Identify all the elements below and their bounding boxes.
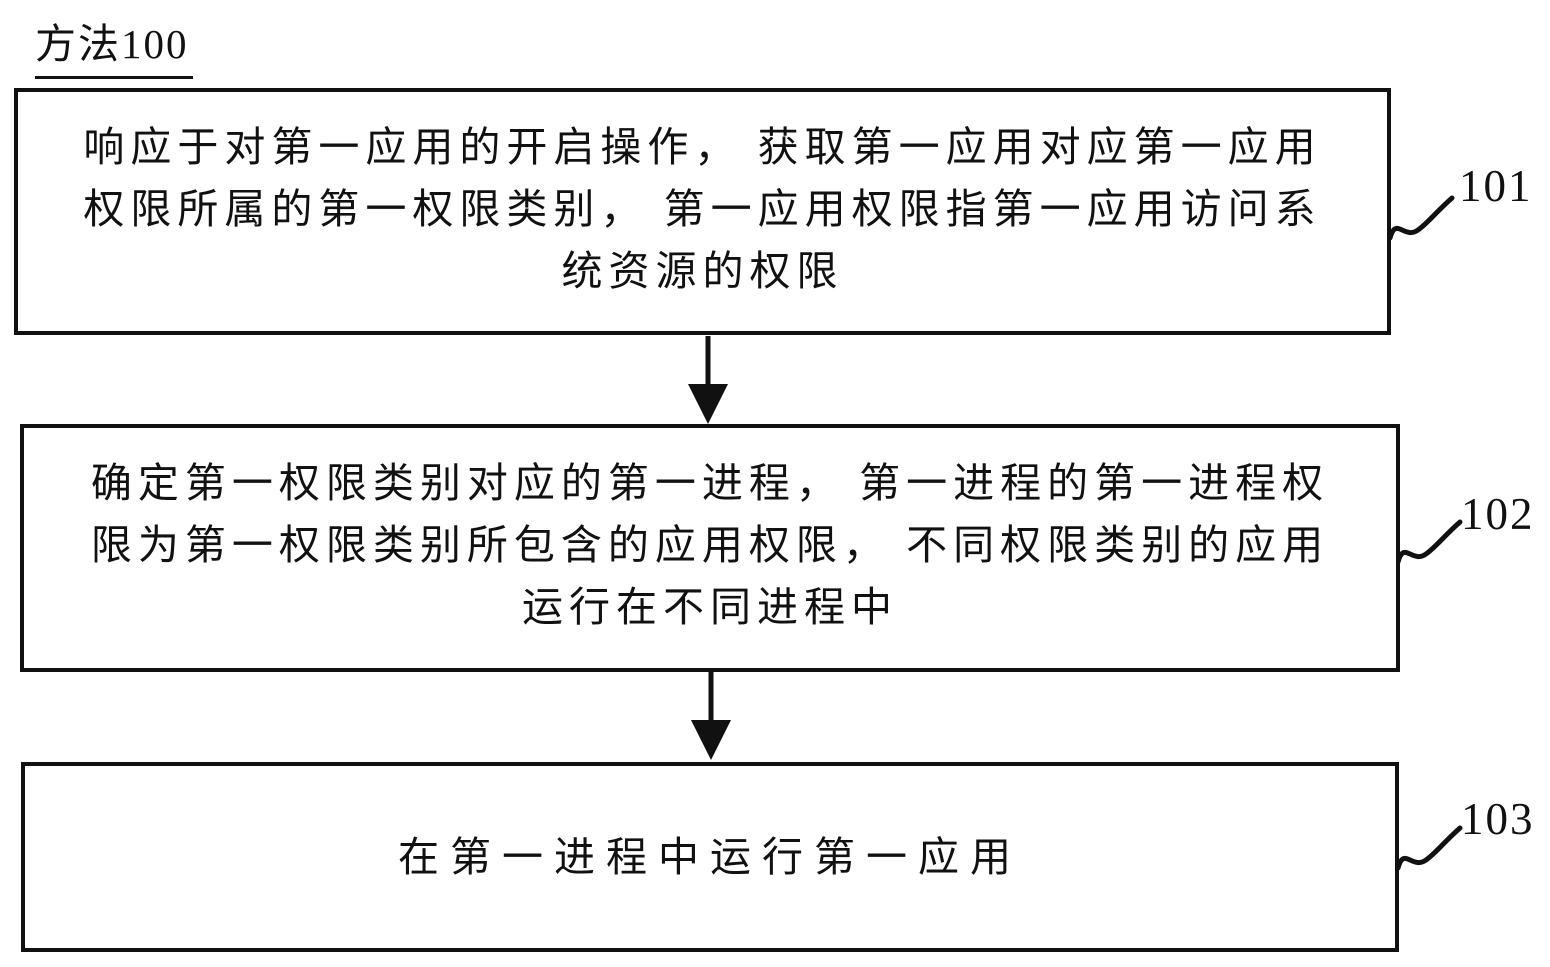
down-arrow-icon (688, 336, 728, 424)
leader-squiggle-101 (1388, 195, 1455, 241)
step-label-103: 103 (1461, 794, 1535, 844)
step-101-text-line: 权限所属的第一权限类别， 第一应用权限指第一应用访问系 (83, 186, 1322, 232)
figure-title: 方法100 (35, 10, 193, 79)
step-label-101: 101 (1459, 161, 1533, 211)
step-box-102: 确定第一权限类别对应的第一进程， 第一进程的第一进程权 限为第一权限类别所包含的… (20, 424, 1400, 672)
step-101-text-line: 响应于对第一应用的开启操作， 获取第一应用对应第一应用 (83, 124, 1322, 170)
step-102-text-line: 限为第一权限类别所包含的应用权限， 不同权限类别的应用 (90, 522, 1330, 568)
step-103-text-line: 在第一进程中运行第一应用 (398, 834, 1022, 880)
step-label-102: 102 (1461, 489, 1535, 539)
leader-squiggle-102 (1396, 519, 1463, 565)
leader-squiggle-103 (1396, 825, 1463, 871)
step-101-text-line: 统资源的权限 (561, 248, 844, 294)
step-102-text-line: 确定第一权限类别对应的第一进程， 第一进程的第一进程权 (90, 460, 1330, 506)
step-box-103: 在第一进程中运行第一应用 (21, 762, 1399, 952)
step-box-101: 响应于对第一应用的开启操作， 获取第一应用对应第一应用 权限所属的第一权限类别，… (14, 88, 1391, 335)
down-arrow-icon (691, 672, 731, 760)
step-102-text-line: 运行在不同进程中 (522, 584, 898, 630)
